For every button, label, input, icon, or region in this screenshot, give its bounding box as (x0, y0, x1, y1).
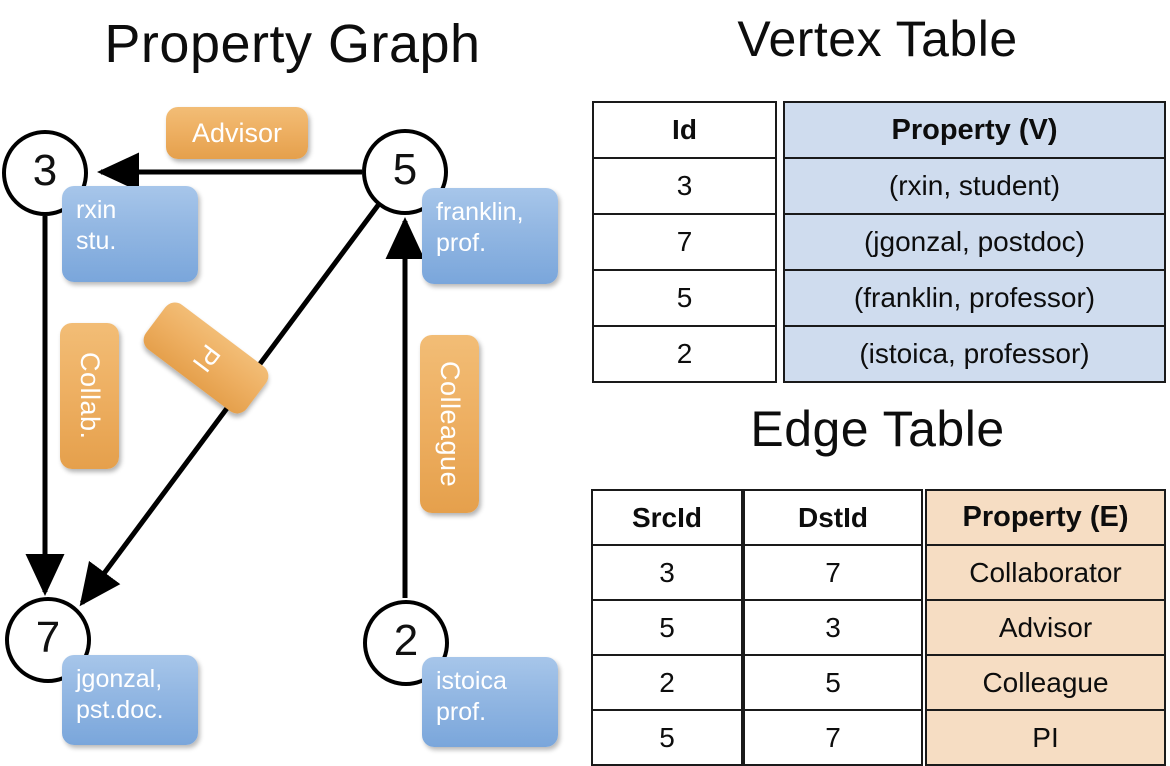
edge-cell-dstid: 5 (743, 654, 923, 711)
graph-node-5[interactable]: 5 (362, 129, 448, 215)
table-row[interactable]: (rxin, student) (783, 157, 1166, 215)
vertex-table-property-column: Property (V) (rxin, student) (jgonzal, p… (783, 101, 1166, 383)
edge-label-pi: PI (186, 338, 227, 378)
vertex-cell-id: 2 (592, 325, 777, 383)
table-row[interactable]: (franklin, professor) (783, 269, 1166, 327)
node-property-franklin-line2: prof. (436, 229, 487, 257)
node-property-jgonzal-line2: pst.doc. (76, 696, 164, 724)
table-header-row: Property (E) (925, 489, 1166, 546)
vertex-cell-property: (jgonzal, postdoc) (783, 213, 1166, 271)
graph-node-2[interactable]: 2 (363, 600, 449, 686)
edge-label-box-advisor[interactable]: Advisor (166, 107, 308, 159)
node-property-box-franklin[interactable]: franklin, prof. (422, 188, 558, 284)
edge-cell-srcid: 2 (591, 654, 743, 711)
edge-table-property-column: Property (E) Collaborator Advisor Collea… (925, 489, 1166, 766)
page-title-property-graph: Property Graph (104, 14, 481, 74)
node-property-franklin-line1: franklin, (436, 198, 524, 226)
table-row[interactable]: PI (925, 709, 1166, 766)
graph-node-3-label: 3 (32, 146, 58, 195)
table-row[interactable]: 5 (591, 709, 743, 766)
edge-cell-dstid: 7 (743, 709, 923, 766)
table-row[interactable]: (jgonzal, postdoc) (783, 213, 1166, 271)
node-property-rxin-line2: stu. (76, 227, 117, 255)
table-row[interactable]: 5 (592, 269, 777, 327)
edge-header-property: Property (E) (925, 489, 1166, 546)
edge-header-srcid: SrcId (591, 489, 743, 546)
table-row[interactable]: 3 (592, 157, 777, 215)
vertex-header-id: Id (592, 101, 777, 159)
vertex-cell-id: 5 (592, 269, 777, 327)
edge-label-box-collab[interactable]: Collab. (60, 323, 119, 469)
table-row[interactable]: 3 (591, 544, 743, 601)
edge-cell-dstid: 3 (743, 599, 923, 656)
table-header-row: SrcId (591, 489, 743, 546)
node-property-istoica-line2: prof. (436, 698, 487, 726)
table-row[interactable]: 2 (591, 654, 743, 711)
table-row[interactable]: 2 (592, 325, 777, 383)
edge-table-srcid-column: SrcId 3 5 2 5 (591, 489, 743, 766)
vertex-cell-id: 3 (592, 157, 777, 215)
edge-label-advisor: Advisor (191, 117, 283, 148)
edge-cell-property: Colleague (925, 654, 1166, 711)
page-title-edge-table: Edge Table (750, 401, 1005, 457)
edge-cell-property: PI (925, 709, 1166, 766)
table-row[interactable]: Collaborator (925, 544, 1166, 601)
node-property-istoica-line1: istoica (436, 667, 507, 695)
vertex-cell-property: (rxin, student) (783, 157, 1166, 215)
table-row[interactable]: 3 (743, 599, 923, 656)
edge-cell-property: Advisor (925, 599, 1166, 656)
edge-header-dstid: DstId (743, 489, 923, 546)
table-row[interactable]: 7 (592, 213, 777, 271)
edge-label-box-colleague[interactable]: Colleague (420, 335, 479, 513)
edge-cell-srcid: 3 (591, 544, 743, 601)
edge-label-collab: Collab. (75, 352, 105, 440)
table-header-row: DstId (743, 489, 923, 546)
vertex-cell-id: 7 (592, 213, 777, 271)
edge-cell-property: Collaborator (925, 544, 1166, 601)
table-row[interactable]: 7 (743, 709, 923, 766)
table-row[interactable]: (istoica, professor) (783, 325, 1166, 383)
table-row[interactable]: 7 (743, 544, 923, 601)
node-property-jgonzal-line1: jgonzal, (76, 665, 163, 693)
edge-label-colleague: Colleague (435, 360, 465, 488)
vertex-header-property: Property (V) (783, 101, 1166, 159)
vertex-cell-property: (franklin, professor) (783, 269, 1166, 327)
node-property-rxin-line1: rxin (76, 196, 117, 224)
table-row[interactable]: Advisor (925, 599, 1166, 656)
edge-cell-dstid: 7 (743, 544, 923, 601)
edge-cell-srcid: 5 (591, 709, 743, 766)
table-row[interactable]: 5 (591, 599, 743, 656)
table-header-row: Id (592, 101, 777, 159)
edge-table-dstid-column: DstId 7 3 5 7 (743, 489, 923, 766)
table-row[interactable]: 5 (743, 654, 923, 711)
node-property-box-jgonzal[interactable]: jgonzal, pst.doc. (62, 655, 198, 745)
page-title-vertex-table: Vertex Table (737, 11, 1018, 67)
graph-node-5-label: 5 (392, 145, 418, 194)
table-row[interactable]: Colleague (925, 654, 1166, 711)
node-property-box-rxin[interactable]: rxin stu. (62, 186, 198, 282)
vertex-table-id-column: Id 3 7 5 2 (592, 101, 777, 383)
node-property-box-istoica[interactable]: istoica prof. (422, 657, 558, 747)
graph-node-7-label: 7 (35, 613, 61, 662)
edge-cell-srcid: 5 (591, 599, 743, 656)
vertex-cell-property: (istoica, professor) (783, 325, 1166, 383)
graph-node-2-label: 2 (393, 616, 419, 665)
table-header-row: Property (V) (783, 101, 1166, 159)
property-graph-diagram: 3 5 7 2 rxin stu. franklin, prof. jgonza… (0, 0, 585, 760)
